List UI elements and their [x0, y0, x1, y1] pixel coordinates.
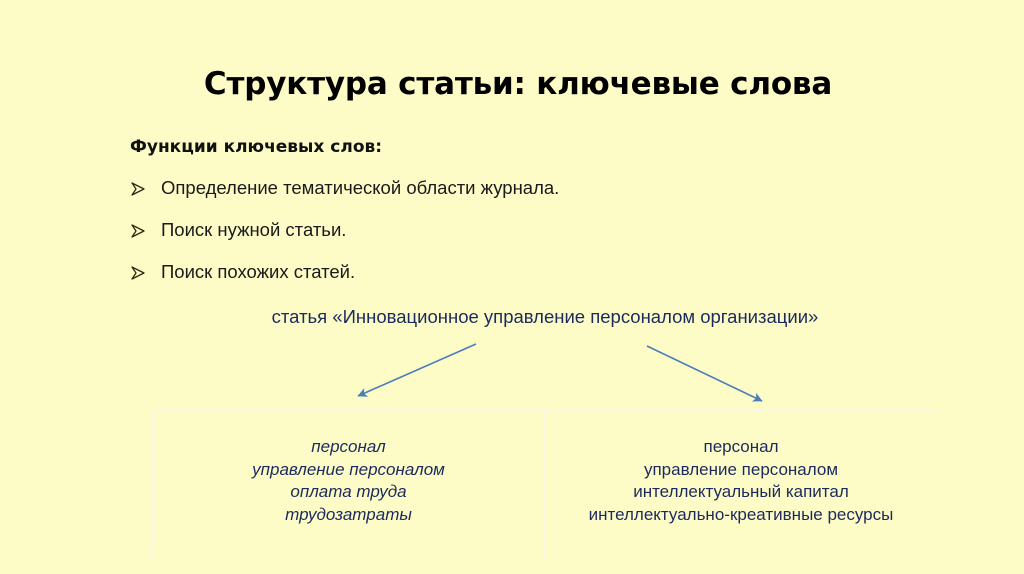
arrowhead-bullet-icon — [131, 260, 161, 280]
section-subheading: Функции ключевых слов: — [130, 137, 383, 157]
list-item: Определение тематической области журнала… — [131, 176, 831, 218]
arrow-to-right-cell — [646, 345, 763, 402]
keywords-table: персонал управление персоналом оплата тр… — [152, 410, 938, 558]
functions-bullet-list: Определение тематической области журнала… — [131, 176, 831, 302]
arrowhead-bullet-icon — [131, 176, 161, 196]
list-item-label: Поиск похожих статей. — [161, 261, 356, 282]
keyword-line: персонал — [703, 437, 779, 456]
keyword-line: персонал — [311, 437, 386, 456]
list-item: Поиск похожих статей. — [131, 260, 831, 302]
keyword-line: интеллектуальный капитал — [633, 482, 849, 501]
list-item: Поиск нужной статьи. — [131, 218, 831, 260]
keyword-line: управление персоналом — [643, 459, 839, 479]
page-title: Структура статьи: ключевые слова — [203, 66, 833, 102]
keyword-line: оплата труда — [290, 482, 407, 501]
keyword-line: трудозатраты — [285, 504, 412, 524]
arrow-to-left-cell — [357, 343, 477, 397]
list-item-label: Поиск нужной статьи. — [161, 219, 347, 240]
left-keywords-cell: персонал управление персоналом оплата тр… — [153, 411, 545, 557]
article-title-caption: статья «Инновационное управление персона… — [271, 306, 819, 327]
right-keywords-cell: персонал управление персоналом интеллект… — [545, 411, 937, 557]
arrowhead-bullet-icon — [131, 218, 161, 238]
keyword-line: интеллектуально-креативные ресурсы — [588, 504, 894, 524]
keyword-line: управление персоналом — [252, 459, 445, 479]
list-item-label: Определение тематической области журнала… — [161, 177, 560, 198]
